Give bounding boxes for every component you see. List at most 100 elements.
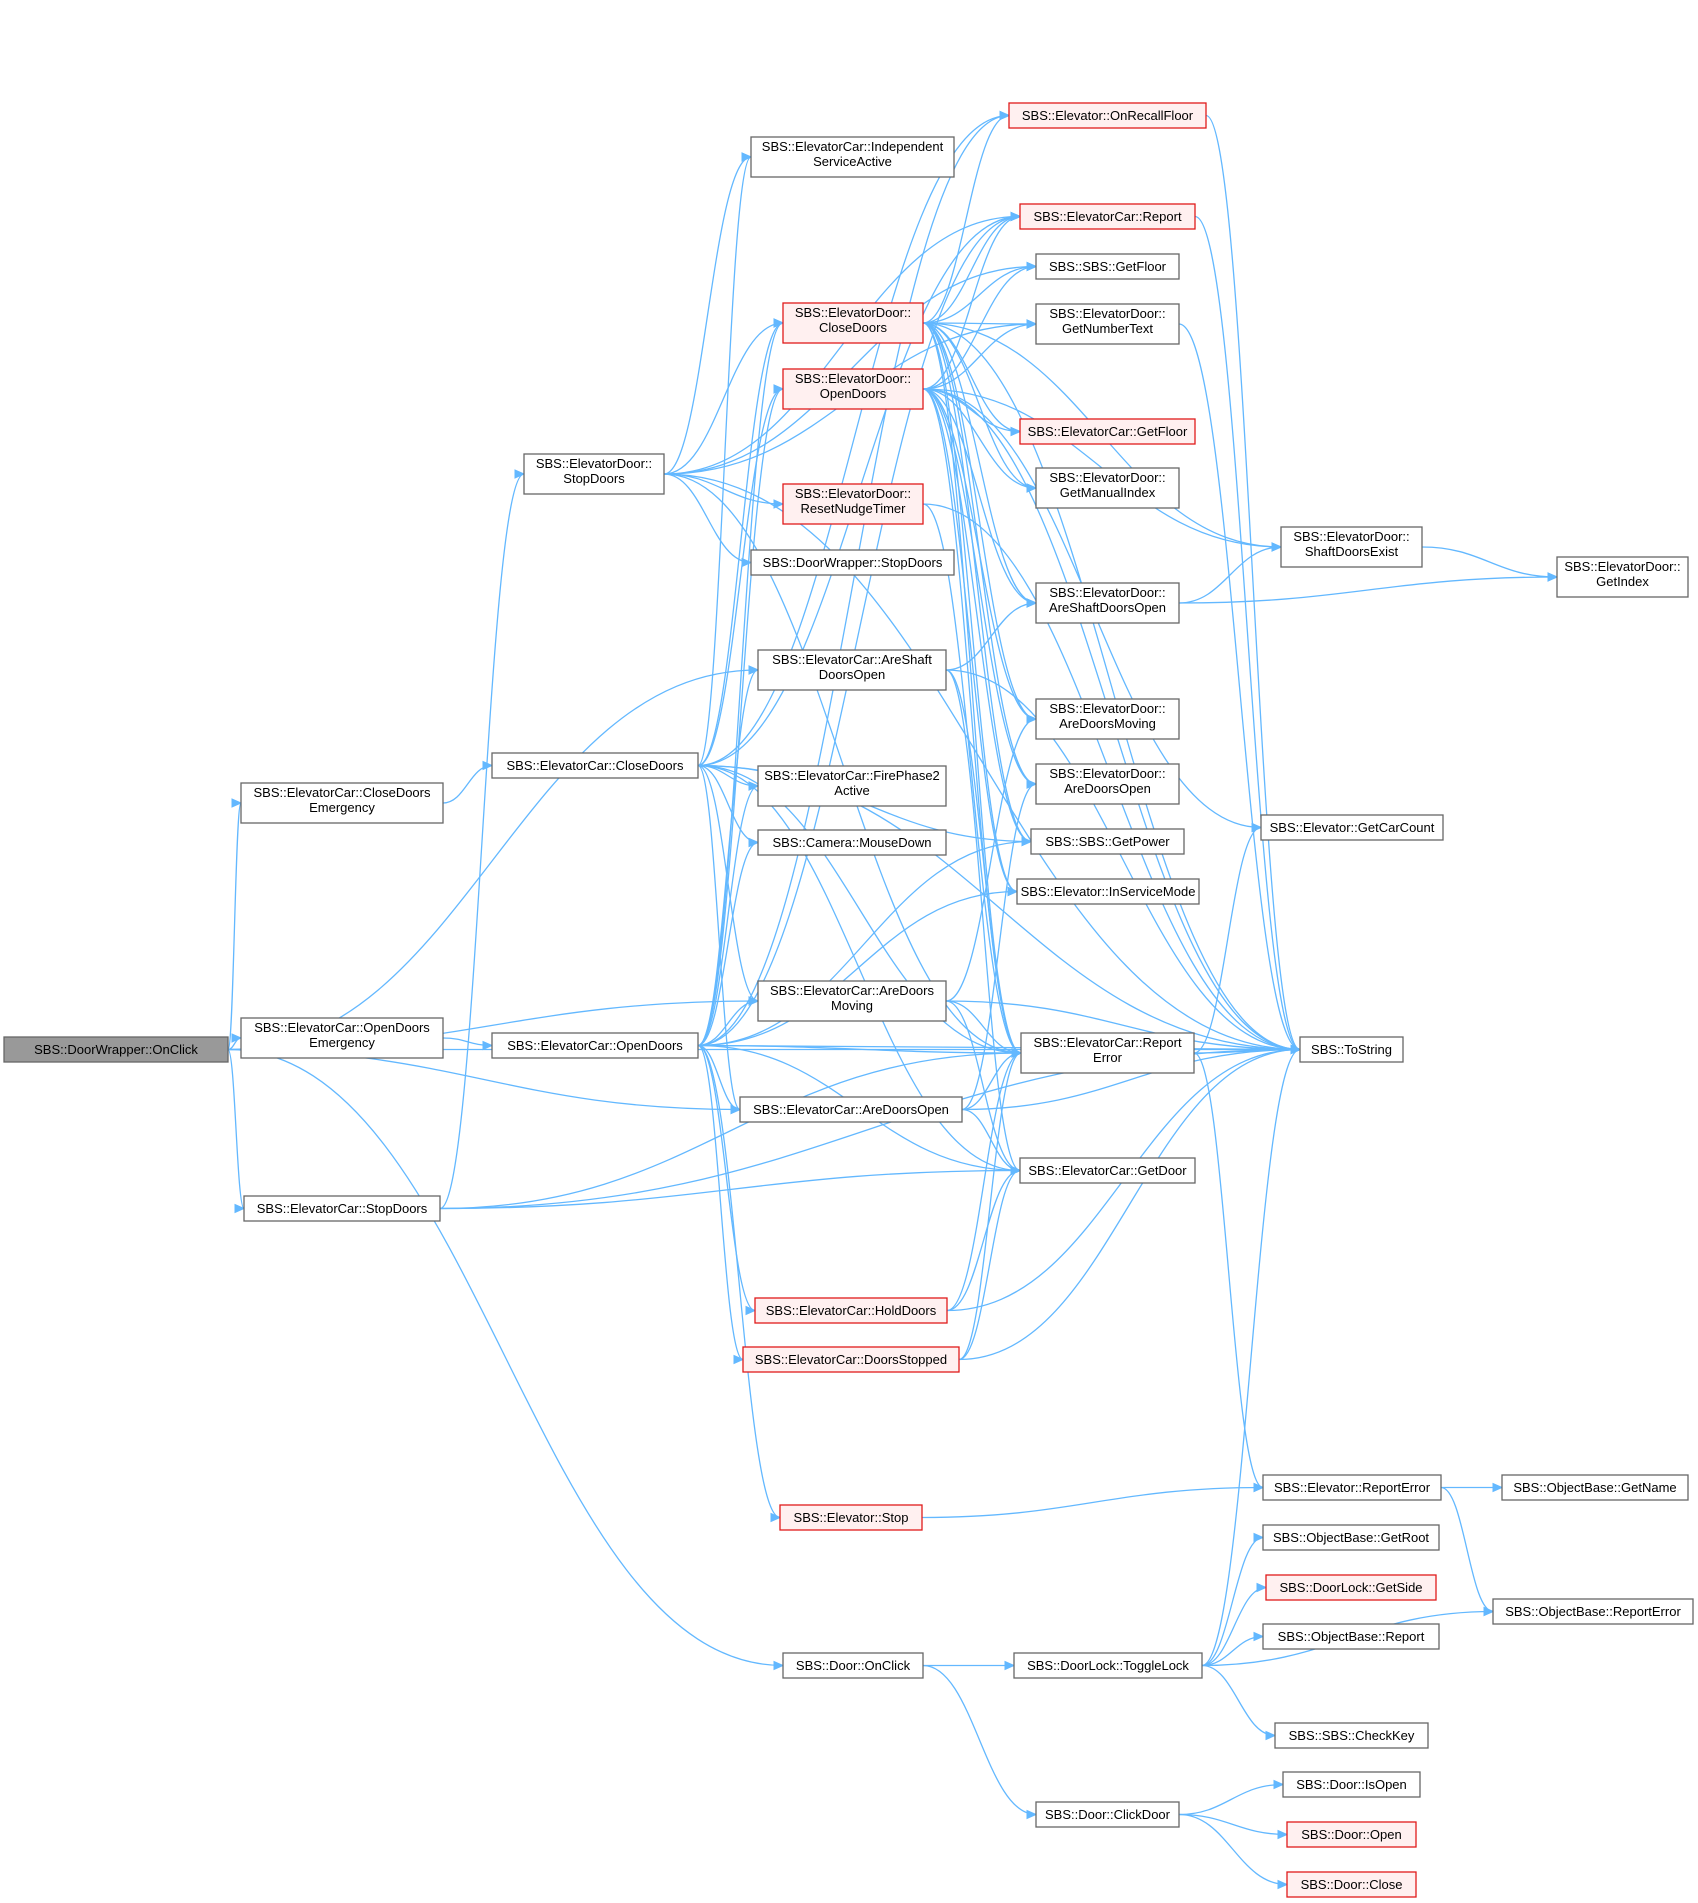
node-n19[interactable]: SBS::ElevatorCar::DoorsStopped [742, 1346, 960, 1373]
node-n4[interactable]: SBS::ElevatorDoor::StopDoors [523, 453, 665, 495]
edge-n6-n21 [697, 110, 1011, 1047]
node-n18[interactable]: SBS::ElevatorCar::HoldDoors [754, 1297, 948, 1324]
node-n15[interactable]: SBS::Camera::MouseDown [757, 829, 947, 856]
edge-n19-n32 [958, 1048, 1023, 1361]
edge-n20-n39 [921, 1482, 1265, 1519]
node-n0[interactable]: SBS::DoorWrapper::OnClick [3, 1036, 229, 1063]
node-label: SBS::ElevatorCar::OpenDoors [254, 1020, 430, 1035]
node-n39[interactable]: SBS::Elevator::ReportError [1262, 1474, 1442, 1501]
node-n47[interactable]: SBS::ElevatorDoor::GetIndex [1556, 556, 1689, 598]
node-n36[interactable]: SBS::ElevatorDoor::ShaftDoorsExist [1280, 526, 1423, 568]
node-label: Emergency [309, 1035, 375, 1050]
node-n21[interactable]: SBS::Elevator::OnRecallFloor [1008, 102, 1207, 129]
node-label: SBS::Door::IsOpen [1296, 1777, 1407, 1792]
node-label: DoorsOpen [819, 667, 885, 682]
node-n42[interactable]: SBS::ObjectBase::Report [1262, 1623, 1440, 1650]
node-label: SBS::DoorWrapper::OnClick [34, 1042, 198, 1057]
node-n41[interactable]: SBS::DoorLock::GetSide [1265, 1574, 1437, 1601]
node-label: ResetNudgeTimer [800, 501, 906, 516]
node-n5[interactable]: SBS::ElevatorCar::CloseDoors [491, 752, 699, 779]
edge-n6-n19 [697, 1044, 745, 1365]
edge-n34-n41 [1201, 1582, 1268, 1667]
node-n22[interactable]: SBS::ElevatorCar::Report [1019, 203, 1196, 230]
node-n17[interactable]: SBS::ElevatorCar::AreDoorsOpen [739, 1096, 963, 1123]
node-label: SBS::ElevatorCar::AreDoors [770, 983, 935, 998]
node-n12[interactable]: SBS::DoorWrapper::StopDoors [750, 549, 955, 576]
node-label: SBS::ElevatorCar::FirePhase2 [764, 768, 940, 783]
node-n9[interactable]: SBS::ElevatorDoor::CloseDoors [782, 302, 924, 344]
edge-n0-n3 [227, 1048, 246, 1214]
node-label: Error [1093, 1050, 1123, 1065]
node-n33[interactable]: SBS::ElevatorCar::GetDoor [1019, 1157, 1196, 1184]
edge-layer [227, 110, 1559, 1890]
node-label: SBS::ElevatorDoor:: [1049, 470, 1165, 485]
node-n40[interactable]: SBS::ObjectBase::GetRoot [1262, 1524, 1440, 1551]
node-label: SBS::Door::Open [1301, 1827, 1401, 1842]
node-label: SBS::ElevatorCar::DoorsStopped [755, 1352, 947, 1367]
edge-n13-n27 [945, 598, 1038, 671]
node-label: ShaftDoorsExist [1305, 544, 1399, 559]
node-label: SBS::ObjectBase::ReportError [1505, 1604, 1681, 1619]
node-label: SBS::ElevatorDoor:: [1049, 585, 1165, 600]
node-n45[interactable]: SBS::Door::Open [1286, 1821, 1417, 1848]
edge-n10-n24 [922, 319, 1038, 390]
node-label: AreDoorsOpen [1064, 781, 1151, 796]
node-n13[interactable]: SBS::ElevatorCar::AreShaftDoorsOpen [757, 649, 947, 691]
node-label: GetIndex [1596, 574, 1649, 589]
node-label: Active [834, 783, 869, 798]
node-label: SBS::Door::Close [1301, 1877, 1403, 1892]
node-n28[interactable]: SBS::ElevatorDoor::AreDoorsMoving [1035, 698, 1180, 740]
node-n10[interactable]: SBS::ElevatorDoor::OpenDoors [782, 368, 924, 410]
edge-n10-n22 [922, 211, 1022, 390]
node-n35[interactable]: SBS::Door::ClickDoor [1035, 1801, 1180, 1828]
node-n20[interactable]: SBS::Elevator::Stop [779, 1504, 923, 1531]
node-label: SBS::ElevatorCar::GetFloor [1028, 424, 1188, 439]
edge-n22-n38 [1194, 215, 1302, 1055]
node-n29[interactable]: SBS::ElevatorDoor::AreDoorsOpen [1035, 763, 1180, 805]
edge-n10-n31 [922, 388, 1019, 897]
edge-n16-n28 [945, 714, 1038, 1002]
node-n37[interactable]: SBS::Elevator::GetCarCount [1260, 814, 1444, 841]
node-n26[interactable]: SBS::ElevatorDoor::GetManualIndex [1035, 467, 1180, 509]
node-label: AreDoorsMoving [1059, 716, 1156, 731]
edge-n6-n14 [697, 781, 760, 1047]
edge-n10-n30 [922, 388, 1033, 847]
edge-n6-n17 [697, 1044, 742, 1115]
node-n48[interactable]: SBS::ObjectBase::GetName [1501, 1474, 1689, 1501]
node-n24[interactable]: SBS::ElevatorDoor::GetNumberText [1035, 303, 1180, 345]
node-label: OpenDoors [820, 386, 887, 401]
node-n27[interactable]: SBS::ElevatorDoor::AreShaftDoorsOpen [1035, 582, 1180, 624]
node-n6[interactable]: SBS::ElevatorCar::OpenDoors [491, 1032, 699, 1059]
node-n3[interactable]: SBS::ElevatorCar::StopDoors [243, 1195, 441, 1222]
node-label: SBS::ElevatorCar::HoldDoors [766, 1303, 937, 1318]
node-n11[interactable]: SBS::ElevatorDoor::ResetNudgeTimer [782, 483, 924, 525]
node-n31[interactable]: SBS::Elevator::InServiceMode [1016, 878, 1200, 905]
edge-n19-n33 [958, 1165, 1022, 1361]
node-n44[interactable]: SBS::Door::IsOpen [1282, 1771, 1421, 1798]
node-n46[interactable]: SBS::Door::Close [1286, 1871, 1417, 1898]
node-label: SBS::ElevatorDoor:: [1293, 529, 1409, 544]
node-n25[interactable]: SBS::ElevatorCar::GetFloor [1019, 418, 1196, 445]
node-label: SBS::ElevatorDoor:: [1049, 306, 1165, 321]
node-label: SBS::ObjectBase::Report [1278, 1629, 1425, 1644]
node-n7[interactable]: SBS::Door::OnClick [782, 1652, 924, 1679]
edge-n36-n47 [1421, 546, 1559, 582]
node-n30[interactable]: SBS::SBS::GetPower [1030, 828, 1185, 855]
edge-n16-n32 [945, 1000, 1023, 1058]
node-layer: SBS::DoorWrapper::OnClickSBS::ElevatorCa… [3, 102, 1694, 1898]
node-n49[interactable]: SBS::ObjectBase::ReportError [1492, 1598, 1694, 1625]
edge-n6-n13 [697, 665, 760, 1047]
node-n16[interactable]: SBS::ElevatorCar::AreDoorsMoving [757, 980, 947, 1022]
node-n23[interactable]: SBS::SBS::GetFloor [1035, 253, 1180, 280]
node-n8[interactable]: SBS::ElevatorCar::IndependentServiceActi… [750, 136, 955, 178]
edge-n34-n42 [1201, 1631, 1265, 1667]
node-label: SBS::SBS::GetPower [1045, 834, 1170, 849]
edge-n9-n22 [922, 211, 1022, 324]
node-n43[interactable]: SBS::SBS::CheckKey [1274, 1722, 1429, 1749]
node-n32[interactable]: SBS::ElevatorCar::ReportError [1020, 1032, 1195, 1074]
node-n38[interactable]: SBS::ToString [1299, 1036, 1404, 1063]
node-n34[interactable]: SBS::DoorLock::ToggleLock [1013, 1652, 1203, 1679]
